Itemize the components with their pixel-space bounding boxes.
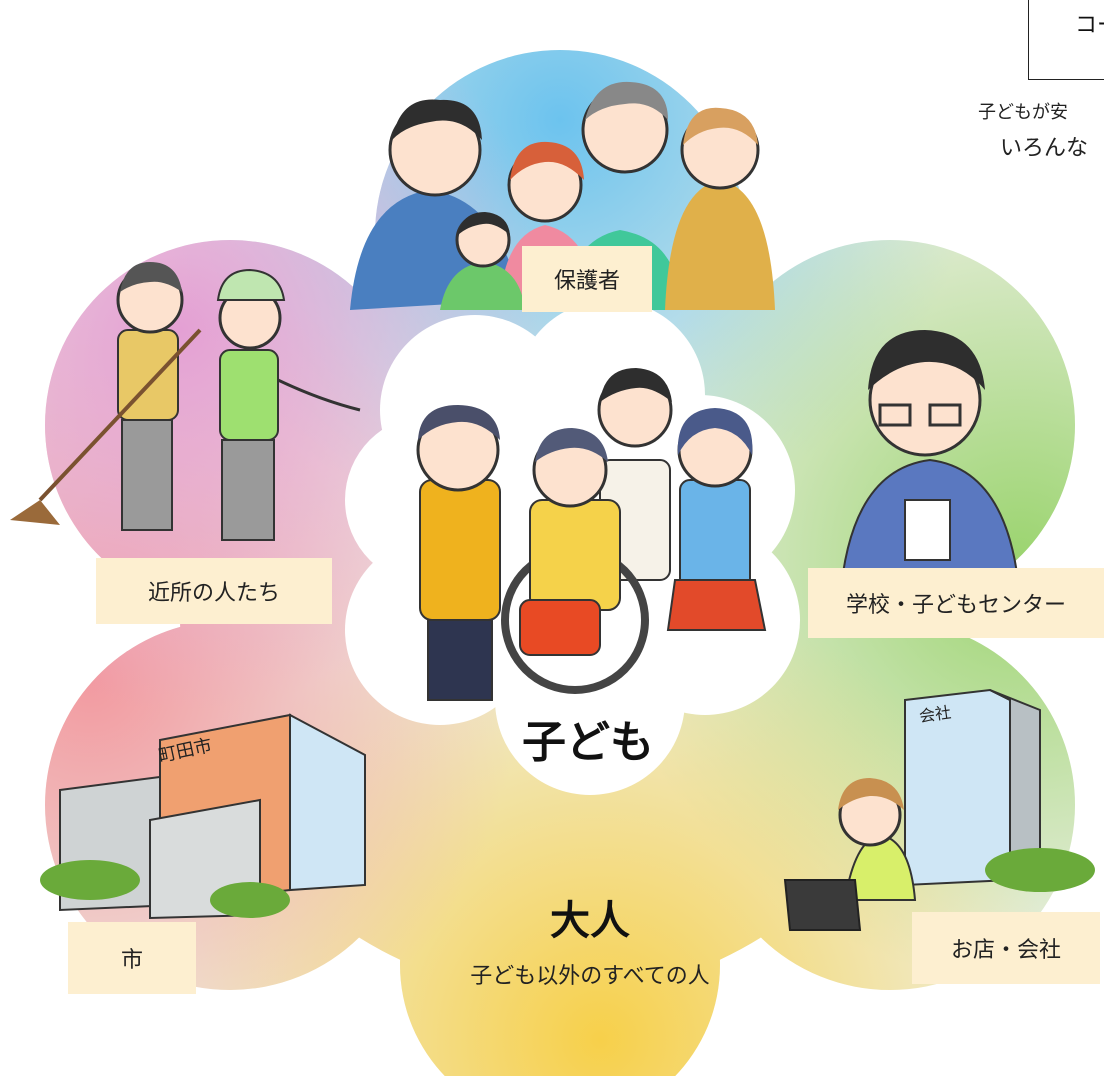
outer-subtitle: 子ども以外のすべての人: [470, 964, 710, 989]
children-group-illustration: [416, 368, 767, 701]
header-caption-line2: いろんな: [1000, 136, 1089, 161]
label-school-center: 学校・子どもセンター: [808, 568, 1104, 638]
company-building-sign: 会社: [918, 703, 952, 726]
teacher-illustration: [838, 330, 1022, 601]
office-worker-illustration: 会社: [783, 688, 1095, 931]
header-caption-line1: 子どもが安: [978, 102, 1068, 123]
label-business: お店・会社: [912, 912, 1100, 984]
center-label-children: 子ども: [522, 717, 654, 768]
neighbors-illustration: [10, 262, 361, 541]
label-neighbors: 近所の人たち: [96, 558, 332, 624]
label-city: 市: [68, 922, 196, 994]
header-box-text: コー: [1075, 13, 1104, 38]
city-hall-illustration: 町田市: [40, 713, 366, 920]
header-box: コー: [1028, 0, 1104, 80]
label-guardians: 保護者: [522, 246, 652, 312]
outer-title-adults: 大人: [550, 898, 630, 944]
